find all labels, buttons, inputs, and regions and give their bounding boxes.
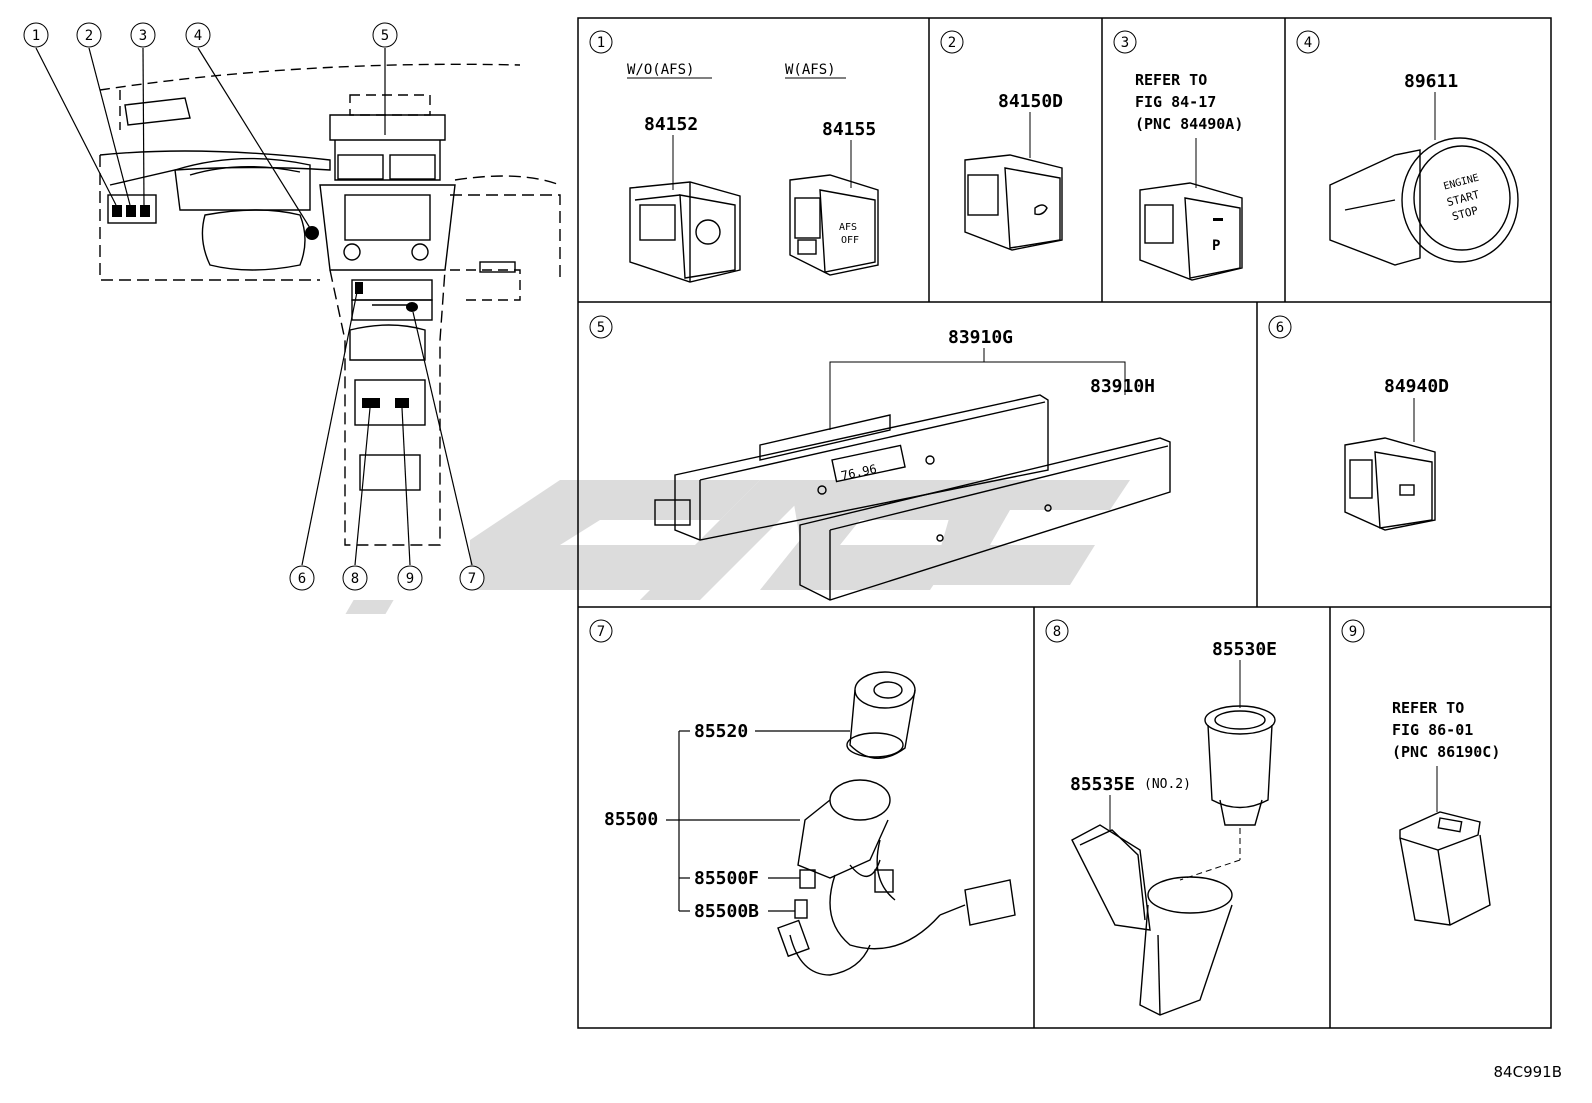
part-number-84150d: 84150D xyxy=(998,91,1063,112)
panel-3: 3 REFER TO FIG 84-17 (PNC 84490A) P xyxy=(1113,30,1243,281)
headlight-cleaner-switch-icon xyxy=(964,154,1063,251)
svg-text:7: 7 xyxy=(468,571,476,587)
panel-1-index: 1 xyxy=(597,35,605,51)
afs-off-switch-icon xyxy=(789,174,879,276)
outlet-cover-housing-icon xyxy=(1071,824,1233,1016)
callout-6: 6 xyxy=(289,565,315,591)
panel-2-index: 2 xyxy=(948,35,956,51)
indicator-mark xyxy=(1213,218,1223,221)
engine-start-stop-button-icon xyxy=(1329,137,1519,266)
part-note-no2: (NO.2) xyxy=(1144,777,1191,792)
svg-text:1: 1 xyxy=(32,28,40,44)
panel-8: 8 85530E 85535E (NO.2) xyxy=(1045,619,1277,1016)
socket-wire-harness-icon xyxy=(777,839,1016,976)
part-number-85500b: 85500B xyxy=(694,901,759,922)
panel-9: 9 REFER TO FIG 86-01 (PNC 86190C) xyxy=(1341,619,1500,926)
watermark-logo xyxy=(345,480,1130,614)
cigarette-lighter-icon xyxy=(846,671,916,759)
panel-6-index: 6 xyxy=(1276,320,1284,336)
part-number-85535e: 85535E xyxy=(1070,774,1135,795)
callout-9: 9 xyxy=(397,565,423,591)
variant-label-w-afs: W(AFS) xyxy=(785,62,836,78)
refer-note-line-2: FIG 84-17 xyxy=(1135,93,1216,111)
svg-text:8: 8 xyxy=(351,571,359,587)
callout-8: 8 xyxy=(342,565,368,591)
callout-2: 2 xyxy=(76,22,102,48)
svg-text:9: 9 xyxy=(406,571,414,587)
svg-text:2: 2 xyxy=(85,28,93,44)
callout-1: 1 xyxy=(23,22,49,48)
part-number-85520: 85520 xyxy=(694,721,748,742)
part-number-85500: 85500 xyxy=(604,809,658,830)
seat-heater-switch-icon xyxy=(1344,437,1436,531)
parking-assist-switch-icon xyxy=(1139,182,1243,281)
part-number-83910h: 83910H xyxy=(1090,376,1155,397)
panel-9-index: 9 xyxy=(1349,624,1357,640)
panel-3-index: 3 xyxy=(1121,35,1129,51)
clock-display-text: 76.96 xyxy=(840,462,878,483)
power-outlet-icon xyxy=(1204,705,1276,826)
part-number-85500f: 85500F xyxy=(694,868,759,889)
variant-label-wo-afs: W/O(AFS) xyxy=(627,62,694,78)
climate-control-panel-upper-icon xyxy=(654,394,1049,541)
svg-text:3: 3 xyxy=(139,28,147,44)
panel-4-index: 4 xyxy=(1304,35,1312,51)
panel-1: 1 W/O(AFS) W(AFS) 84152 84155 AFS OFF xyxy=(589,30,879,283)
part-number-84155: 84155 xyxy=(822,119,876,140)
refer-note-9-line-2: FIG 86-01 xyxy=(1392,721,1473,739)
overview-switch-markers xyxy=(112,205,418,408)
svg-text:5: 5 xyxy=(381,28,389,44)
panel-6: 6 84940D xyxy=(1268,315,1449,531)
panel-grid xyxy=(577,17,1552,1029)
panel-5-index: 5 xyxy=(597,320,605,336)
usb-auxiliary-jack-icon xyxy=(1399,811,1491,926)
panel-7-leaders xyxy=(666,730,850,912)
panel-8-index: 8 xyxy=(1053,624,1061,640)
figure-id: 84C991B xyxy=(1493,1063,1562,1081)
overview-callouts: 1 2 3 4 5 6 8 9 7 xyxy=(23,22,485,591)
afs-label: AFS xyxy=(839,222,857,233)
part-number-84152: 84152 xyxy=(644,114,698,135)
off-label: OFF xyxy=(841,235,859,246)
svg-text:6: 6 xyxy=(298,571,306,587)
part-number-84940d: 84940D xyxy=(1384,376,1449,397)
callout-3: 3 xyxy=(130,22,156,48)
overview-leaders xyxy=(35,47,473,566)
panel-7: 7 85520 85500 85500F 85500B xyxy=(589,619,1016,976)
refer-note-line-3: (PNC 84490A) xyxy=(1135,115,1243,133)
headlight-leveling-switch-icon xyxy=(629,181,741,283)
parking-switch-label: P xyxy=(1212,238,1220,254)
part-number-85530e: 85530E xyxy=(1212,639,1277,660)
dashboard-overview xyxy=(99,63,561,546)
part-number-89611: 89611 xyxy=(1404,71,1458,92)
lighter-socket-icon xyxy=(797,779,891,879)
refer-note-line-1: REFER TO xyxy=(1135,71,1207,89)
part-number-83910g: 83910G xyxy=(948,327,1013,348)
callout-7: 7 xyxy=(459,565,485,591)
callout-4: 4 xyxy=(185,22,211,48)
panel-7-index: 7 xyxy=(597,624,605,640)
refer-note-9-line-3: (PNC 86190C) xyxy=(1392,743,1500,761)
panel-5: 5 83910G 83910H 76.96 xyxy=(589,315,1171,601)
callout-5: 5 xyxy=(372,22,398,48)
panel-4: 4 89611 ENGINE START STOP xyxy=(1296,30,1519,266)
svg-text:4: 4 xyxy=(194,28,202,44)
climate-control-panel-lower-icon xyxy=(799,437,1171,601)
panel-2: 2 84150D xyxy=(940,30,1063,251)
refer-note-9-line-1: REFER TO xyxy=(1392,699,1464,717)
